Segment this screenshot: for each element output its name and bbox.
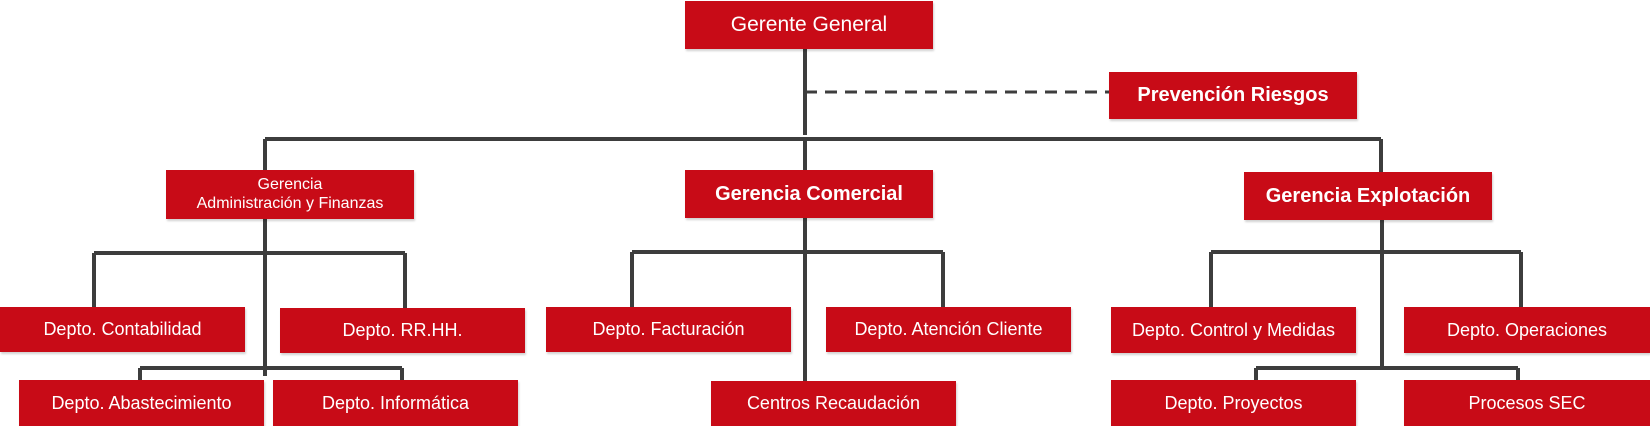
prevencion-riesgos-box: Prevención Riesgos bbox=[1109, 72, 1357, 119]
depto-atencion-cliente-box: Depto. Atención Cliente bbox=[826, 307, 1071, 352]
gerencia-administracion-finanzas-box: Gerencia Administración y Finanzas bbox=[166, 170, 414, 219]
depto-control-medidas-box: Depto. Control y Medidas bbox=[1111, 307, 1356, 353]
centros-recaudacion-box: Centros Recaudación bbox=[711, 381, 956, 426]
explotacion-department-line bbox=[1209, 220, 1523, 368]
gerencia-administracion-line-1: Gerencia bbox=[257, 176, 323, 194]
gerencia-comercial-box: Gerencia Comercial bbox=[685, 170, 933, 218]
admin-department-line bbox=[92, 218, 407, 376]
depto-operaciones-box: Depto. Operaciones bbox=[1404, 307, 1650, 353]
depto-facturacion-box: Depto. Facturación bbox=[546, 307, 791, 352]
connector-lines bbox=[92, 46, 1523, 381]
commercial-department-line bbox=[630, 218, 945, 381]
gerencia-administracion-line-2: Administración y Finanzas bbox=[196, 194, 384, 212]
gerente-general-box: Gerente General bbox=[685, 1, 933, 49]
depto-proyectos-box: Depto. Proyectos bbox=[1111, 380, 1356, 426]
admin-lower-department-line bbox=[138, 366, 404, 381]
depto-informatica-box: Depto. Informática bbox=[273, 380, 518, 426]
explotacion-lower-department-line bbox=[1254, 366, 1520, 381]
depto-contabilidad-box: Depto. Contabilidad bbox=[0, 307, 245, 352]
procesos-sec-box: Procesos SEC bbox=[1404, 380, 1650, 426]
depto-abastecimiento-box: Depto. Abastecimiento bbox=[19, 380, 264, 426]
depto-rrhh-box: Depto. RR.HH. bbox=[280, 308, 525, 353]
gerencia-explotacion-box: Gerencia Explotación bbox=[1244, 172, 1492, 220]
